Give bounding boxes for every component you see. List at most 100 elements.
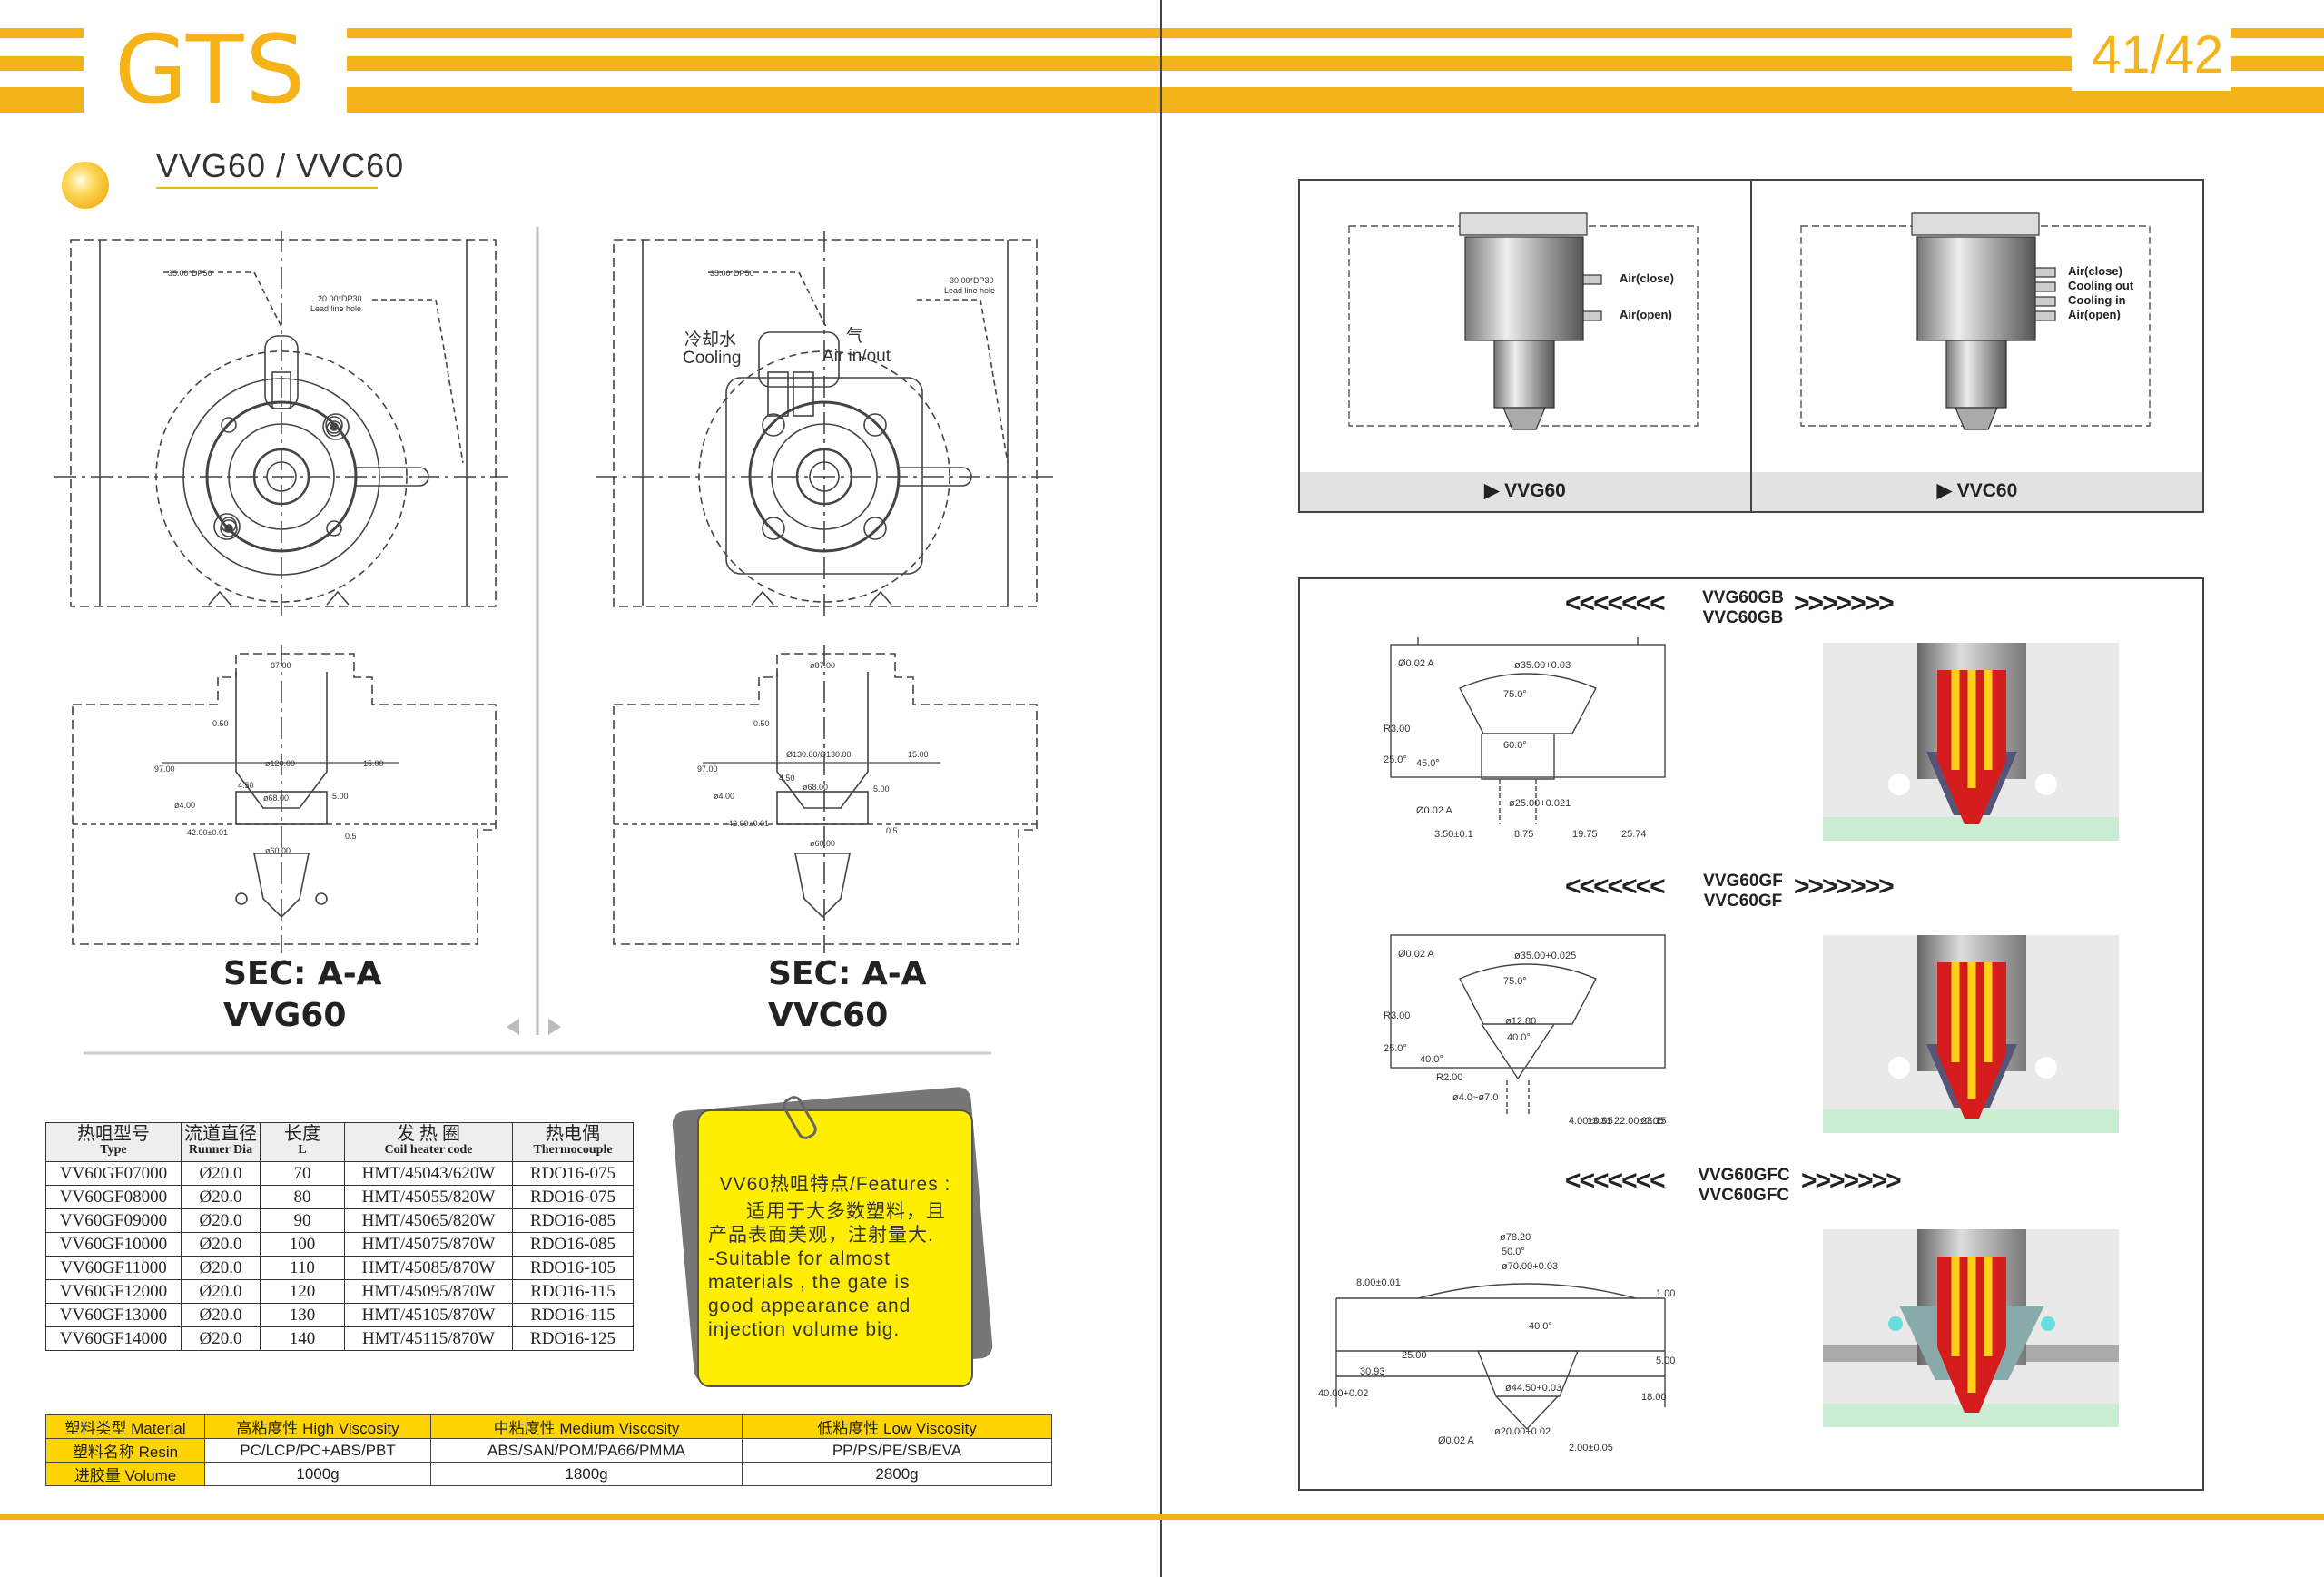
dim-label: 0.50 bbox=[212, 719, 229, 728]
dim-label: ø60.00 bbox=[810, 839, 835, 848]
table-cell: Ø20.0 bbox=[181, 1232, 261, 1257]
dim-label: 0.5 bbox=[345, 832, 357, 841]
caption-vvc60: ▶ VVC60 bbox=[1936, 480, 2018, 501]
gate-dim-label: 25.0° bbox=[1384, 754, 1407, 765]
gate-dim-label: 60.0° bbox=[1503, 740, 1527, 751]
dim-label: 0.50 bbox=[753, 719, 770, 728]
table-cell: 80 bbox=[260, 1185, 345, 1209]
gate-name: VVG60GFC bbox=[1698, 1166, 1790, 1185]
footer-stripe bbox=[0, 1514, 2324, 1520]
caption-bar-vvg60: ▶ VVG60 bbox=[1300, 472, 1750, 511]
table-cell: 1800g bbox=[430, 1462, 743, 1486]
gate-dim-label: 18.00 bbox=[1641, 1392, 1667, 1403]
model-label-vvc60: VVC60 bbox=[768, 997, 889, 1034]
table-cell: HMT/45065/820W bbox=[344, 1208, 513, 1233]
table-cell: RDO16-115 bbox=[512, 1303, 634, 1327]
page-spine bbox=[1160, 0, 1162, 1577]
table-cell: HMT/45105/870W bbox=[344, 1303, 513, 1327]
sec-aa-label: SEC: A-A bbox=[223, 955, 382, 992]
features-cn: 适用于大多数塑料，且产品表面美观，注射量大. bbox=[708, 1201, 946, 1246]
arrows-left-gfc: <<<<<<< bbox=[1565, 1166, 1666, 1196]
table-cell: 高粘度性 High Viscosity bbox=[204, 1414, 431, 1439]
dim-label: 15.00 bbox=[363, 759, 384, 768]
gate-dim-label: 8.75 bbox=[1514, 829, 1533, 840]
dim-label: 15.00 bbox=[908, 750, 929, 759]
gate-name: VVC60GF bbox=[1703, 892, 1783, 911]
table-cell: 130 bbox=[260, 1303, 345, 1327]
arrows-left-gf: <<<<<<< bbox=[1565, 872, 1666, 902]
table-cell: Ø20.0 bbox=[181, 1185, 261, 1209]
table-cell: VV60GF11000 bbox=[45, 1256, 182, 1280]
model-label-vvg60: VVG60 bbox=[223, 997, 347, 1034]
gate-dim-label: R3.00 bbox=[1384, 1010, 1410, 1021]
dim-label: 97.00 bbox=[154, 764, 175, 774]
header-stripe-bottom bbox=[0, 87, 2324, 113]
section-label-left: SEC: A-A VVG60 bbox=[223, 953, 382, 1037]
dim-label: 97.00 bbox=[697, 764, 718, 774]
gate-dim-label: 30.93 bbox=[1360, 1366, 1385, 1377]
dim-label: Ø130.00/Ø130.00 bbox=[786, 750, 852, 759]
table-cell: RDO16-125 bbox=[512, 1326, 634, 1351]
table-cell: 2800g bbox=[742, 1462, 1052, 1486]
gate-dim-label: 4.00±0.05 bbox=[1569, 1116, 1613, 1127]
table-cell: 进胶量 Volume bbox=[45, 1462, 205, 1486]
table-cell: 140 bbox=[260, 1326, 345, 1351]
table-cell: VV60GF12000 bbox=[45, 1279, 182, 1304]
dim-label: 42.00±0.01 bbox=[187, 828, 228, 837]
gate-dim-label: 45.0° bbox=[1416, 758, 1440, 769]
arrows-left-gb: <<<<<<< bbox=[1565, 588, 1666, 618]
gate-dim-label: 25.0° bbox=[1384, 1043, 1407, 1054]
table-cell: 低粘度性 Low Viscosity bbox=[742, 1414, 1052, 1439]
gate-dim-label: 50.0° bbox=[1502, 1247, 1525, 1257]
section-title: VVG60 / VVC60 bbox=[156, 147, 405, 184]
gate-dim-label: Ø0.02 A bbox=[1438, 1435, 1474, 1446]
table-cell: Ø20.0 bbox=[181, 1279, 261, 1304]
dim-label: 5.00 bbox=[332, 792, 349, 801]
gate-dim-label: 40.0° bbox=[1529, 1321, 1552, 1332]
gate-dim-label: 1.00 bbox=[1656, 1288, 1675, 1299]
gate-label-gb: VVG60GB VVC60GB bbox=[1694, 588, 1792, 628]
table-cell: RDO16-075 bbox=[512, 1161, 634, 1186]
table-cell: PP/PS/PE/SB/EVA bbox=[742, 1438, 1052, 1463]
gate-dim-label: 2.00±0.05 bbox=[1569, 1443, 1613, 1454]
gate-dim-label: 75.0° bbox=[1503, 976, 1527, 987]
table-cell: VV60GF07000 bbox=[45, 1161, 182, 1186]
table-cell: Ø20.0 bbox=[181, 1303, 261, 1327]
page-number: 41/42 bbox=[2092, 25, 2224, 84]
gate-dim-label: R3.00 bbox=[1384, 724, 1410, 734]
gate-dim-label: ø35.00+0.025 bbox=[1514, 951, 1576, 961]
table-cell: HMT/45115/870W bbox=[344, 1326, 513, 1351]
callout-cooling-out: Cooling out bbox=[2068, 279, 2134, 292]
gate-dim-label: ø35.00+0.03 bbox=[1514, 660, 1571, 671]
gate-name: VVC60GFC bbox=[1698, 1186, 1790, 1205]
table-cell: 90 bbox=[260, 1208, 345, 1233]
table-cell: Ø20.0 bbox=[181, 1256, 261, 1280]
gate-dim-label: Ø0.02 A bbox=[1416, 805, 1452, 816]
gate-dim-label: ø4.0~ø7.0 bbox=[1452, 1092, 1498, 1103]
gate-dim-label: ø44.50+0.03 bbox=[1505, 1383, 1561, 1394]
dim-label: 20.00*DP30 bbox=[318, 294, 362, 303]
gate-photo-gf bbox=[1823, 935, 2119, 1133]
models-panel: ▶ VVG60 ▶ VVC60 Air(close) Air(ope bbox=[1298, 179, 2204, 513]
table-cell: HMT/45043/620W bbox=[344, 1161, 513, 1186]
gate-dim-label: 75.0° bbox=[1503, 689, 1527, 700]
caption-bar-vvc60: ▶ VVC60 bbox=[1752, 472, 2202, 511]
callout-air-close: Air(close) bbox=[2068, 264, 2122, 278]
air-label-en: Air in/out bbox=[822, 347, 891, 366]
gate-dim-label: 25.00 bbox=[1402, 1350, 1427, 1361]
table-cell: Ø20.0 bbox=[181, 1161, 261, 1186]
table-cell: 100 bbox=[260, 1232, 345, 1257]
table-cell: HMT/45085/870W bbox=[344, 1256, 513, 1280]
gate-dim-label: R2.00 bbox=[1436, 1072, 1462, 1083]
nav-prev-icon bbox=[507, 1019, 519, 1035]
